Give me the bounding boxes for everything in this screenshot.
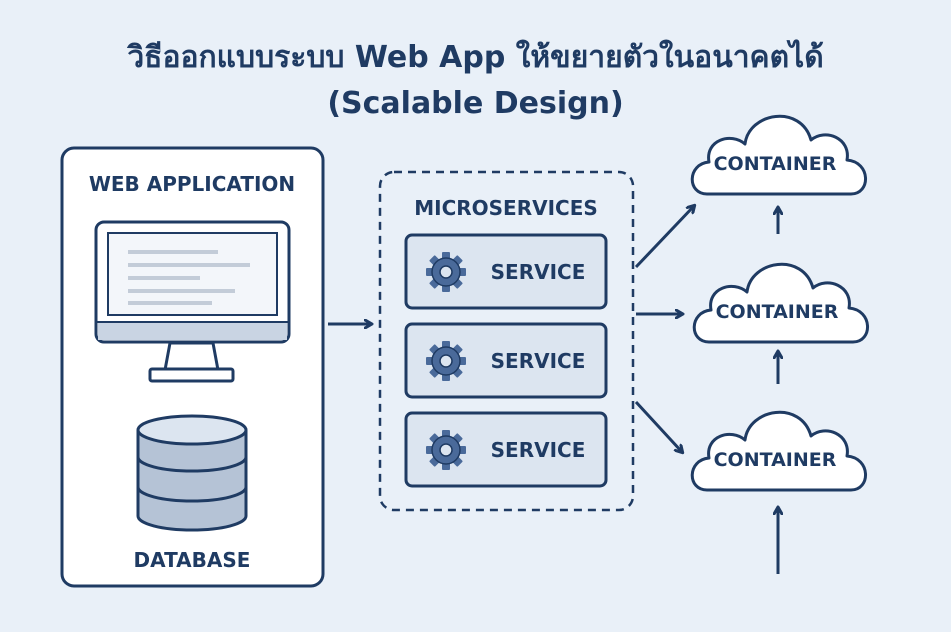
- container-label: CONTAINER: [714, 449, 837, 471]
- gear-icon: [425, 340, 467, 382]
- microservices-label: MICROSERVICES: [414, 196, 598, 220]
- container-cloud: CONTAINER: [692, 262, 870, 344]
- service-box: SERVICE: [404, 322, 608, 399]
- arrow-to-container-top: [634, 206, 694, 269]
- diagram-title: วิธีออกแบบระบบ Web App ให้ขยายตัวในอนาคต…: [127, 40, 824, 75]
- container-label: CONTAINER: [714, 153, 837, 175]
- web-application-label: WEB APPLICATION: [89, 172, 295, 196]
- service-box: SERVICE: [404, 411, 608, 488]
- database-icon: [136, 414, 248, 532]
- container-cloud: CONTAINER: [690, 114, 868, 196]
- monitor-icon: [94, 220, 291, 383]
- service-label: SERVICE: [491, 349, 586, 373]
- service-label: SERVICE: [491, 260, 586, 284]
- gear-icon: [425, 429, 467, 471]
- service-label: SERVICE: [491, 438, 586, 462]
- container-cloud: CONTAINER: [690, 410, 868, 492]
- service-box: SERVICE: [404, 233, 608, 310]
- gear-icon: [425, 251, 467, 293]
- diagram-subtitle: (Scalable Design): [327, 86, 624, 121]
- microservices-panel: MICROSERVICES SERVICE SERVICE SERVICE: [378, 170, 635, 512]
- database-label: DATABASE: [134, 548, 251, 572]
- container-label: CONTAINER: [716, 301, 839, 323]
- arrow-to-container-bottom: [634, 400, 682, 452]
- web-application-panel: WEB APPLICATION DATABASE: [60, 146, 325, 588]
